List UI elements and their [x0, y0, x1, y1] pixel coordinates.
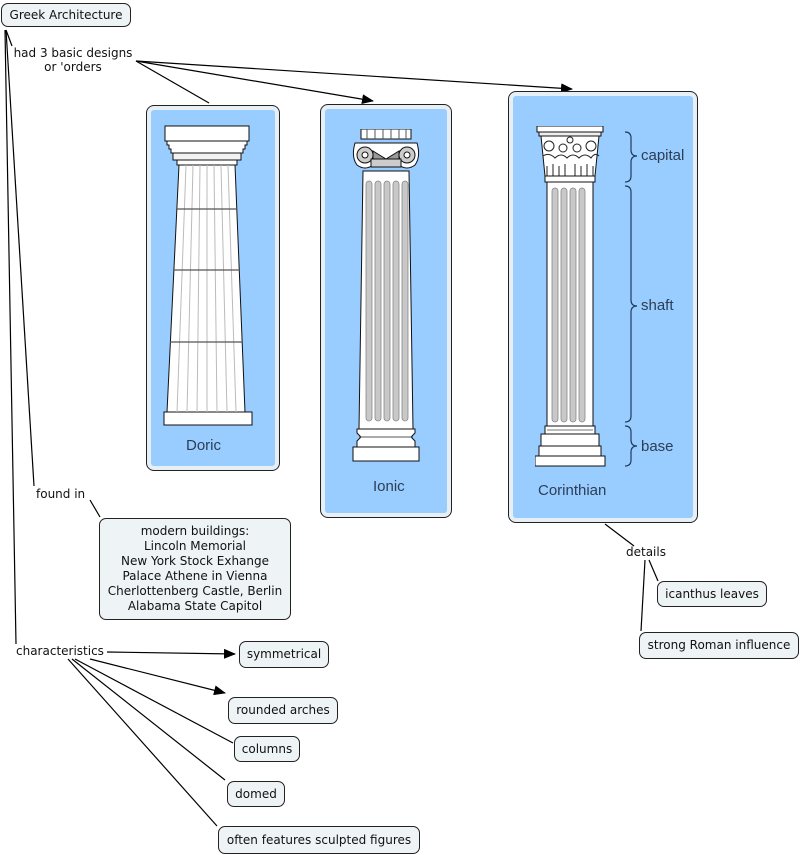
ionic-column-node[interactable]: Ionic: [320, 104, 452, 518]
characteristic-node-symmetrical[interactable]: symmetrical: [239, 641, 329, 668]
doric-column-node[interactable]: Doric: [146, 105, 280, 471]
detail-label: icanthus leaves: [665, 586, 759, 601]
modern-buildings-line: New York Stock Exhange: [120, 554, 270, 568]
linking-phrase-orders[interactable]: had 3 basic designs or 'orders: [10, 46, 136, 74]
doric-caption: Doric: [186, 437, 222, 454]
corinthian-part-base: base: [641, 438, 674, 455]
root-node-greek-architecture[interactable]: Greek Architecture: [1, 3, 131, 27]
corinthian-column-image: [535, 126, 606, 467]
shaft-brace: [624, 185, 638, 423]
link-char-rounded-arches: [89, 658, 226, 696]
corinthian-part-capital: capital: [641, 147, 685, 164]
corinthian-caption: Corinthian: [538, 482, 607, 499]
link-root-orders: [5, 29, 13, 47]
characteristic-label: symmetrical: [246, 647, 322, 661]
linking-phrase-details[interactable]: details: [626, 545, 666, 559]
linking-phrase-orders-line-1: had 3 basic designs: [13, 46, 133, 60]
linking-phrase-orders-line-2: or 'orders: [44, 60, 102, 74]
link-corinthian-details: [604, 523, 635, 547]
link-orders-corinthian: [135, 60, 573, 94]
corinthian-column-node[interactable]: capital shaft base Corinthian: [508, 91, 698, 523]
root-node-label: Greek Architecture: [9, 7, 123, 22]
characteristic-label: domed: [235, 786, 277, 801]
link-char-columns: [74, 658, 234, 744]
link-orders-ionic: [135, 60, 374, 105]
modern-buildings-line: Lincoln Memorial: [143, 539, 247, 553]
ionic-caption: Ionic: [373, 478, 405, 495]
characteristic-label: columns: [241, 741, 293, 756]
characteristic-label: often features sculpted figures: [226, 832, 412, 847]
link-details-icanthus: [648, 559, 659, 582]
link-char-symmetrical: [106, 648, 236, 659]
link-root-found-in: [5, 29, 35, 487]
modern-buildings-line: Palace Athene in Vienna: [122, 569, 268, 583]
base-brace: [624, 425, 638, 467]
modern-buildings-line: Alabama State Capitol: [127, 599, 263, 613]
doric-column-image: [163, 125, 253, 426]
link-char-domed: [71, 658, 226, 781]
capital-brace: [624, 131, 638, 183]
modern-buildings-line: modern buildings:: [140, 524, 250, 538]
characteristic-label: rounded arches: [236, 703, 330, 717]
detail-node-roman-influence[interactable]: strong Roman influence: [639, 632, 799, 659]
characteristic-node-domed[interactable]: domed: [227, 781, 285, 807]
modern-buildings-node[interactable]: modern buildings: Lincoln Memorial New Y…: [99, 518, 291, 620]
linking-phrase-characteristics[interactable]: characteristics: [16, 644, 104, 658]
link-char-sculpted: [67, 658, 218, 827]
link-details-roman: [640, 559, 646, 632]
corinthian-part-braces: [624, 131, 638, 467]
link-orders-doric: [135, 60, 210, 104]
corinthian-part-shaft: shaft: [641, 297, 674, 314]
linking-phrase-found-in[interactable]: found in: [36, 487, 86, 501]
detail-node-icanthus-leaves[interactable]: icanthus leaves: [657, 581, 767, 607]
ionic-column-image: [352, 129, 420, 462]
characteristic-node-sculpted-figures[interactable]: often features sculpted figures: [218, 826, 420, 854]
characteristic-node-rounded-arches[interactable]: rounded arches: [228, 697, 338, 724]
characteristic-node-columns[interactable]: columns: [234, 736, 300, 762]
modern-buildings-line: Cherlottenberg Castle, Berlin: [107, 584, 283, 598]
detail-label: strong Roman influence: [647, 638, 791, 652]
link-root-characteristics: [4, 29, 17, 645]
link-found-in-buildings: [89, 499, 101, 518]
